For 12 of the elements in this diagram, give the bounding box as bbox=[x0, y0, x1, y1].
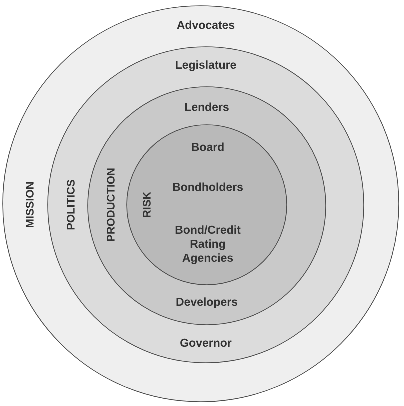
ring-label: Governor bbox=[180, 338, 232, 348]
ring-title: POLITICS bbox=[67, 180, 75, 230]
ring-title: MISSION bbox=[26, 182, 34, 228]
ring-label: Advocates bbox=[177, 20, 235, 30]
ring-label: Legislature bbox=[176, 60, 236, 72]
ring-label: Bond/Credit Rating Agencies bbox=[176, 226, 241, 264]
ring-label: Lenders bbox=[185, 102, 229, 112]
ring-title: PRODUCTION bbox=[107, 168, 115, 242]
ring-label: Bondholders bbox=[173, 182, 243, 192]
ring-title: RISK bbox=[143, 192, 151, 218]
ring-label: Board bbox=[192, 142, 224, 152]
ring-label: Developers bbox=[176, 298, 238, 308]
